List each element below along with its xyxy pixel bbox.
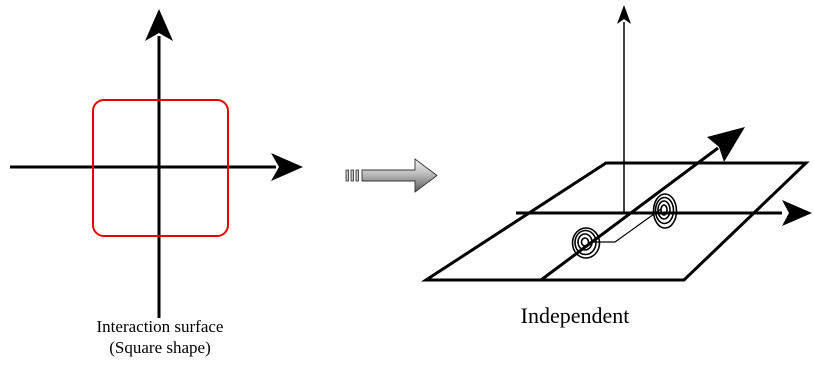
interaction-surface-square	[92, 99, 229, 237]
arrow-tail-stripe	[345, 169, 349, 182]
transition-arrow-body	[361, 158, 438, 193]
arrow-tail-stripe	[355, 169, 359, 182]
spiral-left-icon	[571, 227, 601, 259]
right-panel	[420, 5, 812, 282]
left-horizontal-arrowhead-icon	[271, 153, 303, 181]
right-horizontal-arrowhead-icon	[782, 200, 812, 226]
spiral-right-icon	[652, 193, 678, 229]
transition-arrow	[345, 158, 438, 193]
plane-parallelogram	[420, 161, 810, 282]
left-vertical-arrowhead-icon	[145, 9, 173, 41]
square-shape-label: (Square shape)	[109, 338, 211, 357]
right-vertical-arrowhead-icon	[617, 5, 631, 24]
left-panel	[10, 9, 303, 318]
right-vertical-axis	[617, 5, 631, 212]
left-horizontal-axis	[10, 153, 303, 181]
interaction-surface-label: Interaction surface	[96, 317, 224, 336]
arrow-tail-stripe	[350, 169, 354, 182]
independent-label: Independent	[520, 303, 630, 328]
right-depth-arrowhead-icon	[707, 127, 745, 162]
left-vertical-axis	[145, 9, 173, 318]
plane-depth-line	[540, 146, 719, 282]
